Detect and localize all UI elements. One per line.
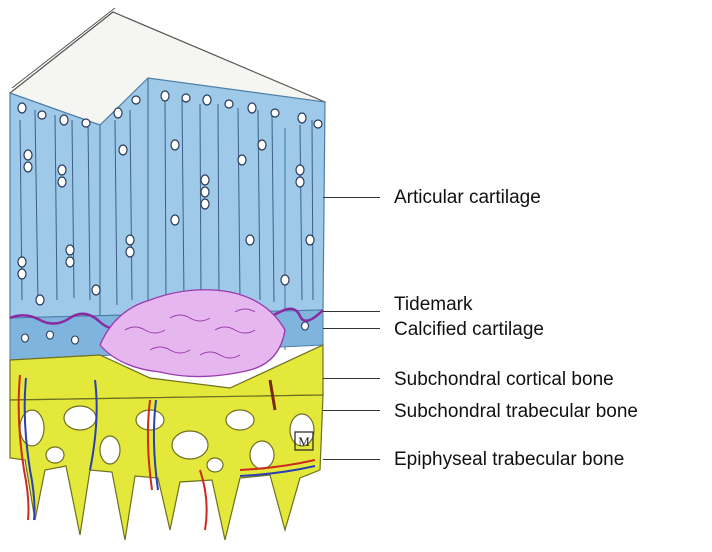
svg-text:M: M [298,434,310,449]
label-calcified-cartilage: Calcified cartilage [394,320,544,339]
leader-articular-cartilage [323,197,380,198]
label-epiphyseal-trabecular-bone: Epiphyseal trabecular bone [394,450,624,469]
label-tidemark: Tidemark [394,295,472,314]
leader-calcified-cartilage [323,328,380,329]
label-subchondral-trabecular-bone: Subchondral trabecular bone [394,402,638,421]
leader-tidemark [323,311,380,312]
leader-subchondral-cortical-bone [323,378,380,379]
label-articular-cartilage: Articular cartilage [394,188,541,207]
leader-epiphyseal-trabecular-bone [323,459,380,460]
leader-subchondral-trabecular-bone [323,410,380,411]
label-subchondral-cortical-bone: Subchondral cortical bone [394,370,614,389]
